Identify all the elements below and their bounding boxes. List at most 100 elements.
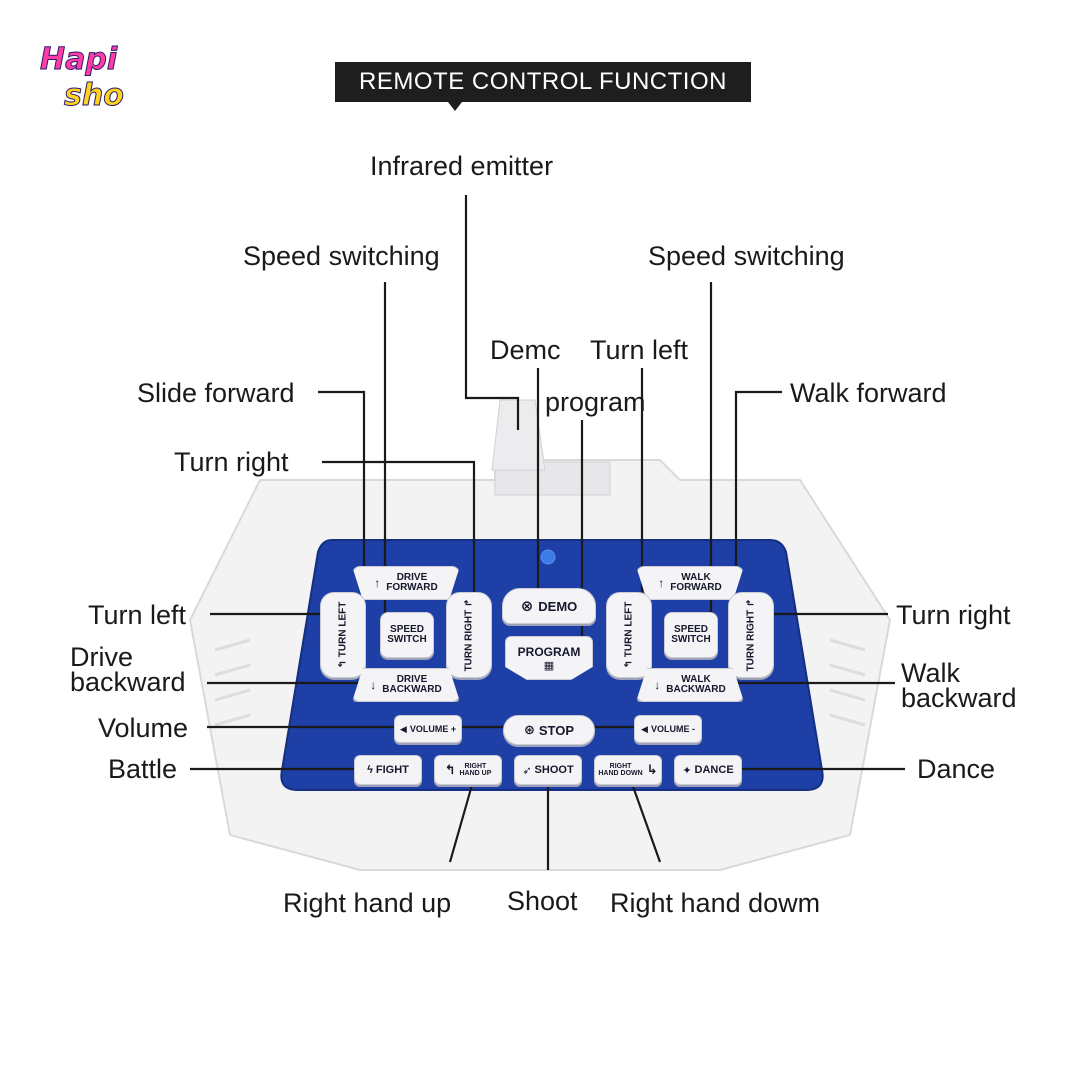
leader-right-hand-down	[628, 777, 662, 863]
turn-left-button-left[interactable]: ↰ TURN LEFT	[320, 592, 366, 678]
turn-right-right-label-2: RIGHT	[745, 609, 756, 641]
turn-left-arrow-icon-right: ↰	[623, 659, 635, 669]
label-demo: Demc	[490, 335, 561, 365]
right-hand-up-label-2: HAND UP	[459, 770, 492, 777]
stop-button[interactable]: ⊛STOP	[503, 715, 595, 745]
leader-walk-forward	[734, 390, 782, 572]
label-speed-switching-right: Speed switching	[648, 241, 845, 271]
walk-forward-label-2: FORWARD	[670, 582, 722, 593]
turn-left-right-label-1: TURN	[623, 629, 635, 658]
label-dance: Dance	[917, 754, 996, 784]
hand-up-icon: ↰	[444, 762, 456, 777]
turn-right-arrow-icon: ↱	[463, 598, 474, 607]
drive-backward-label-2: BACKWARD	[382, 684, 442, 695]
label-walk-backward-line1: Walk	[901, 658, 960, 688]
brand-logo-line1: Hapi	[39, 42, 118, 77]
shoot-button[interactable]: ➶SHOOT	[514, 755, 582, 785]
label-walk-forward: Walk forward	[790, 378, 947, 408]
dance-button[interactable]: ✦DANCE	[674, 755, 742, 785]
volume-down-label: VOLUME -	[650, 724, 695, 734]
label-shoot: Shoot	[507, 886, 578, 916]
label-drive-backward-line2: backward	[70, 667, 186, 697]
speed-switch-right-label-1: SPEED	[674, 624, 708, 635]
label-program: program	[545, 387, 646, 417]
windows-icon: ▦	[543, 659, 555, 672]
right-hand-down-label-1: RIGHT	[609, 763, 632, 770]
casing-grooves	[214, 638, 866, 727]
label-right-hand-down: Right hand dowm	[610, 888, 821, 918]
walk-forward-label-1: WALK	[681, 572, 711, 583]
label-infrared-emitter: Infrared emitter	[370, 151, 554, 181]
turn-right-button-right[interactable]: TURN RIGHT ↱	[728, 592, 774, 678]
turn-left-left-label-1: TURN	[337, 629, 349, 658]
speed-switch-left-label-2: SWITCH	[387, 634, 427, 645]
title-pointer	[448, 102, 462, 111]
speed-switch-left-label-1: SPEED	[390, 624, 424, 635]
stop-icon: ⊛	[523, 722, 535, 737]
brand-logo: Hapi sho	[34, 36, 154, 116]
label-volume: Volume	[98, 713, 189, 743]
demo-button[interactable]: ⊗DEMO	[502, 588, 596, 624]
turn-left-button-right[interactable]: ↰ TURN LEFT	[606, 592, 652, 678]
dancer-icon: ✦	[682, 764, 692, 777]
walk-backward-label-2: BACKWARD	[666, 684, 726, 695]
infrared-emitter-tip	[491, 399, 546, 471]
rocket-icon: ➶	[522, 764, 532, 777]
label-speed-switching-left: Speed switching	[243, 241, 440, 271]
leader-infrared	[464, 195, 520, 430]
fight-label: FIGHT	[375, 764, 409, 776]
label-slide-forward: Slide forward	[137, 378, 295, 408]
label-drive-backward: Drive backward	[70, 642, 186, 697]
status-led	[540, 549, 556, 565]
drive-backward-label-1: DRIVE	[396, 674, 428, 685]
turn-right-left-label-2: RIGHT	[463, 609, 474, 641]
drive-forward-label-2: FORWARD	[386, 582, 438, 593]
leader-right-hand-up	[448, 777, 476, 863]
label-walk-backward-line2: backward	[901, 683, 1017, 713]
speaker-icon-2: ◀	[641, 723, 648, 734]
label-right-hand-up: Right hand up	[283, 888, 452, 918]
hand-down-icon: ↳	[646, 762, 658, 777]
shoot-label: SHOOT	[534, 764, 574, 776]
speed-switch-right-label-2: SWITCH	[671, 634, 711, 645]
turn-right-arrow-icon-right: ↱	[745, 598, 756, 607]
turn-left-arrow-icon: ↰	[337, 659, 349, 669]
lightning-icon: ϟ	[367, 764, 373, 776]
page-title: REMOTE CONTROL FUNCTION	[335, 62, 751, 102]
up-arrow-icon: ↑	[374, 576, 381, 590]
label-drive-backward-line1: Drive	[70, 642, 134, 672]
right-hand-down-label-2: HAND DOWN	[598, 770, 643, 777]
leader-slide-forward	[318, 390, 366, 578]
program-button[interactable]: PROGRAM▦	[505, 636, 593, 680]
right-hand-up-label-1: RIGHT	[464, 763, 487, 770]
volume-up-button[interactable]: ◀VOLUME +	[394, 715, 462, 743]
up-arrow-icon-walk: ↑	[658, 576, 665, 590]
volume-down-button[interactable]: ◀VOLUME -	[634, 715, 702, 743]
leader-turn-right-top	[322, 460, 476, 625]
label-turn-right-top: Turn right	[174, 447, 289, 477]
stop-label: STOP	[538, 722, 575, 738]
label-turn-left-top: Turn left	[590, 335, 689, 365]
drive-forward-label-1: DRIVE	[396, 572, 428, 583]
label-turn-left-side: Turn left	[88, 600, 187, 630]
dance-label: DANCE	[694, 764, 734, 776]
down-arrow-icon-walk: ↓	[654, 678, 661, 692]
turn-left-right-label-2: LEFT	[623, 601, 635, 627]
demo-icon: ⊗	[520, 598, 534, 615]
turn-right-button-left[interactable]: TURN RIGHT ↱	[446, 592, 492, 678]
label-walk-backward: Walk backward	[901, 658, 1017, 713]
turn-right-left-label-1: TURN	[463, 643, 474, 672]
demo-label: DEMO	[538, 598, 578, 614]
speaker-icon: ◀	[399, 723, 407, 734]
label-battle: Battle	[108, 754, 178, 784]
turn-right-right-label-1: TURN	[745, 643, 756, 672]
